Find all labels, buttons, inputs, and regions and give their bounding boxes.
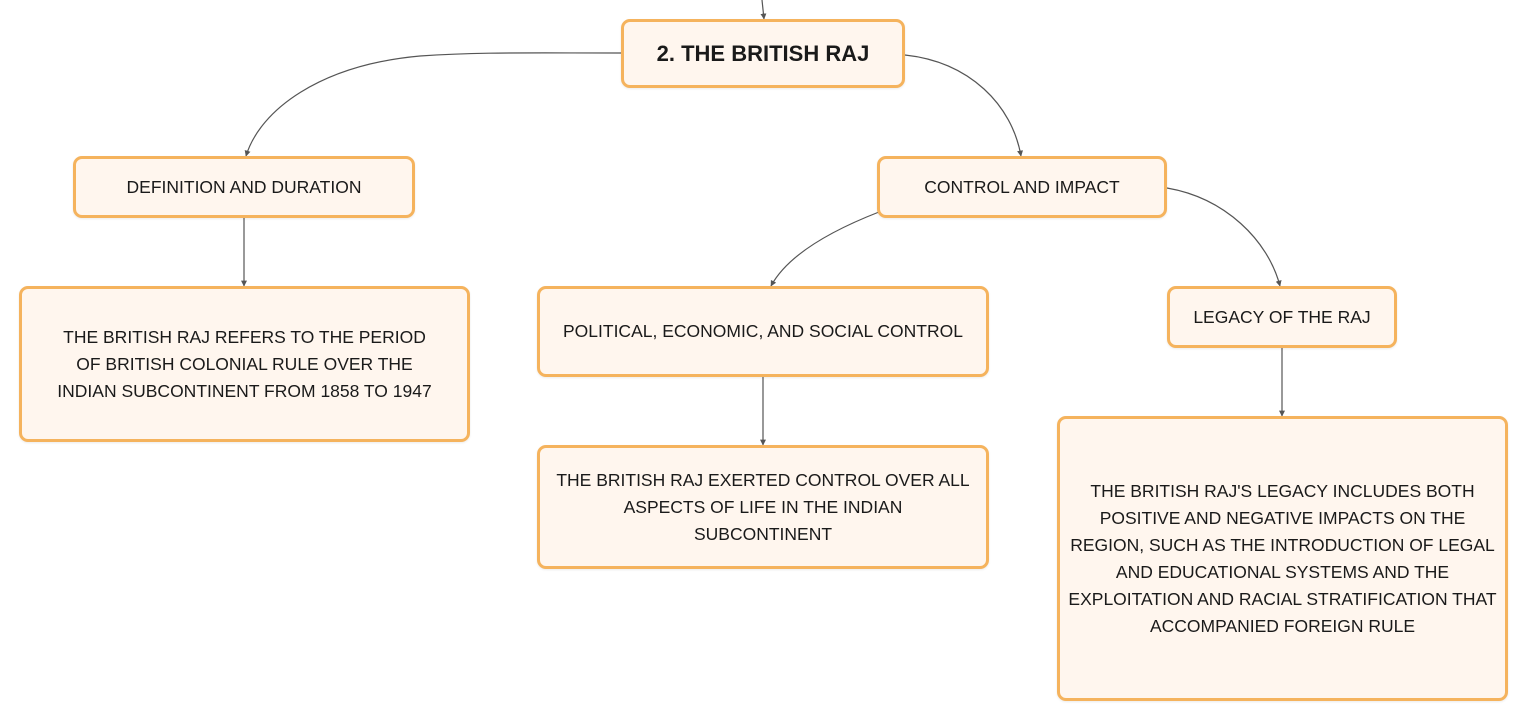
connector-root-to-control	[904, 54, 1024, 157]
node-political-detail[interactable]: THE BRITISH RAJ EXERTED CONTROL OVER ALL…	[537, 445, 989, 569]
connector-control-to-political	[770, 211, 880, 287]
node-control-and-impact[interactable]: CONTROL AND IMPACT	[877, 156, 1167, 218]
connector-root-to-definition	[244, 52, 622, 157]
node-definition-and-duration[interactable]: DEFINITION AND DURATION	[73, 156, 415, 218]
node-definition-detail[interactable]: THE BRITISH RAJ REFERS TO THE PERIOD OF …	[19, 286, 470, 442]
node-legacy-of-the-raj[interactable]: LEGACY OF THE RAJ	[1167, 286, 1397, 348]
node-definition-label: DEFINITION AND DURATION	[126, 176, 362, 197]
node-legacy-label: LEGACY OF THE RAJ	[1193, 306, 1371, 327]
root-node[interactable]: 2. THE BRITISH RAJ	[621, 19, 905, 88]
connector-control-to-legacy	[1166, 187, 1282, 287]
node-legacy-detail[interactable]: THE BRITISH RAJ'S LEGACY INCLUDES BOTH P…	[1057, 416, 1508, 701]
connector-parent-to-root	[760, 0, 767, 20]
root-node-label: 2. THE BRITISH RAJ	[656, 41, 870, 66]
node-definition-detail-text: THE BRITISH RAJ REFERS TO THE PERIOD OF …	[57, 326, 432, 401]
node-legacy-detail-text: THE BRITISH RAJ'S LEGACY INCLUDES BOTH P…	[1068, 480, 1497, 636]
node-political-economic-social-control[interactable]: POLITICAL, ECONOMIC, AND SOCIAL CONTROL	[537, 286, 989, 377]
node-political-label: POLITICAL, ECONOMIC, AND SOCIAL CONTROL	[563, 321, 963, 341]
node-political-detail-text: THE BRITISH RAJ EXERTED CONTROL OVER ALL…	[556, 469, 970, 544]
node-control-label: CONTROL AND IMPACT	[924, 176, 1120, 197]
